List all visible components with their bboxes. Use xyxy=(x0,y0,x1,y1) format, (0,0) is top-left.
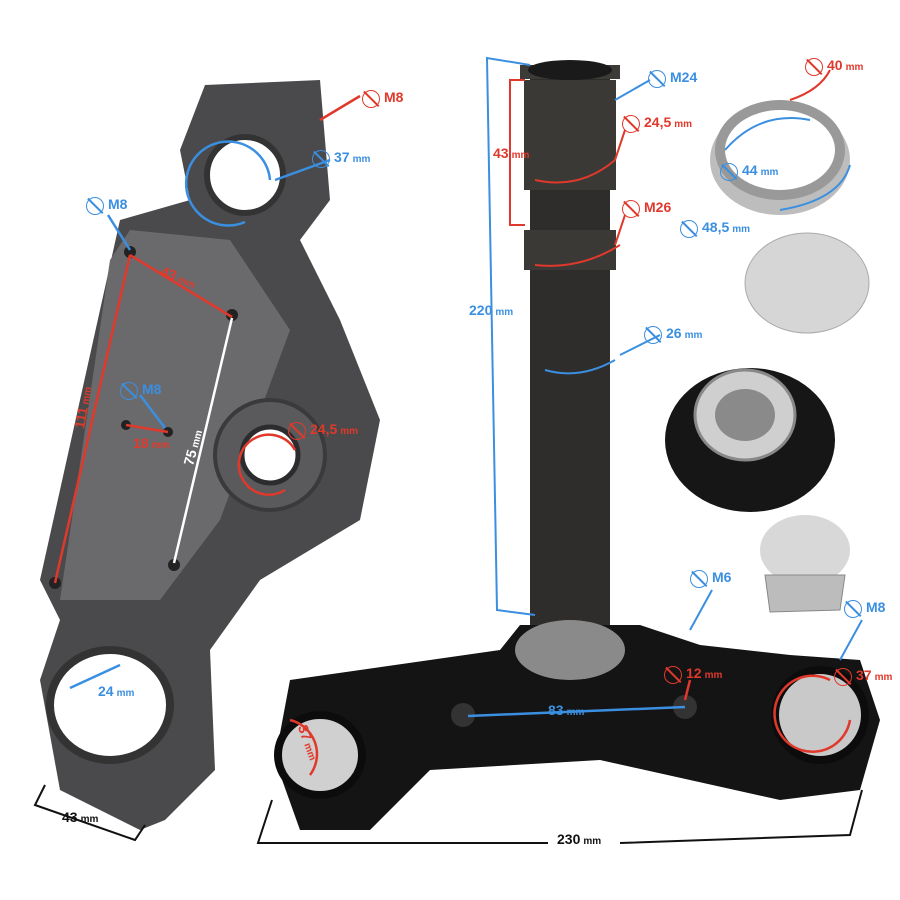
annotation-unit: mm xyxy=(704,670,723,681)
annotation-clamp-bolt-m8: M8 xyxy=(844,600,885,618)
annotation-unit: mm xyxy=(116,688,135,699)
annotation-mid-bolt-m8: M8 xyxy=(120,382,161,400)
annotation-value: M8 xyxy=(108,196,128,212)
diameter-symbol-icon xyxy=(86,197,104,215)
annotation-unit: mm xyxy=(684,330,703,341)
diameter-symbol-icon xyxy=(312,150,330,168)
annotation-value: 48,5 xyxy=(702,219,730,235)
steering-stem xyxy=(520,60,620,630)
annotation-unit: mm xyxy=(732,224,751,235)
annotation-value: M6 xyxy=(712,569,732,585)
diameter-symbol-icon xyxy=(834,668,852,686)
annotation-unit: mm xyxy=(151,440,170,451)
diameter-symbol-icon xyxy=(622,200,640,218)
annotation-left-bolt-m8: M8 xyxy=(86,197,127,215)
upper-triple-clamp-bracket xyxy=(40,80,380,830)
annotation-unit: mm xyxy=(583,836,602,847)
annotation-unit: mm xyxy=(845,62,864,73)
annotation-value: 75 xyxy=(180,447,200,468)
annotation-unit: mm xyxy=(511,150,530,161)
annotation-unit: mm xyxy=(340,426,359,437)
washer xyxy=(744,232,870,334)
annotation-value: 26 xyxy=(666,325,682,341)
annotation-value: 18 xyxy=(133,435,149,451)
annotation-value: 83 xyxy=(548,702,564,718)
diameter-symbol-icon xyxy=(120,382,138,400)
annotation-value: 40 xyxy=(827,57,843,73)
annotation-value: 111 xyxy=(71,405,91,430)
lock-nut-with-seal xyxy=(665,368,835,512)
annotation-value: 37 xyxy=(856,667,872,683)
annotation-value: 24,5 xyxy=(644,114,672,130)
annotation-value: 12 xyxy=(686,665,702,681)
diameter-symbol-icon xyxy=(622,115,640,133)
diameter-symbol-icon xyxy=(720,163,738,181)
annotation-unit: mm xyxy=(80,814,99,825)
annotation-clamp-bolt-m6: M6 xyxy=(690,570,731,588)
diameter-symbol-icon xyxy=(648,70,666,88)
annotation-unit: mm xyxy=(495,307,514,318)
annotation-value: M8 xyxy=(866,599,886,615)
annotation-value: M26 xyxy=(644,199,672,215)
diameter-symbol-icon xyxy=(690,570,708,588)
annotation-value: 220 xyxy=(469,302,493,318)
annotation-value: 44 xyxy=(742,162,758,178)
diameter-symbol-icon xyxy=(805,58,823,76)
diameter-symbol-icon xyxy=(680,220,698,238)
annotation-unit: mm xyxy=(352,154,371,165)
diameter-symbol-icon xyxy=(664,666,682,684)
annotation-unit: mm xyxy=(760,167,779,178)
diameter-symbol-icon xyxy=(844,600,862,618)
annotation-stem-thread-m26: M26 xyxy=(622,200,671,218)
annotation-value: 24 xyxy=(98,683,114,699)
annotation-value: 24,5 xyxy=(310,421,338,437)
annotation-value: 43 xyxy=(62,809,78,825)
diameter-symbol-icon xyxy=(362,90,380,108)
annotation-stem-thread-m24: M24 xyxy=(648,70,697,88)
cap-nut xyxy=(760,515,850,613)
annotation-unit: mm xyxy=(874,672,893,683)
diameter-symbol-icon xyxy=(644,326,662,344)
annotation-value: 230 xyxy=(557,831,581,847)
annotation-value: M8 xyxy=(384,89,404,105)
bearing-race xyxy=(710,100,850,215)
annotation-value: 37 xyxy=(334,149,350,165)
annotation-value: 43 xyxy=(493,145,509,161)
annotation-unit: mm xyxy=(566,707,585,718)
annotation-value: M24 xyxy=(670,69,698,85)
annotation-value: M8 xyxy=(142,381,162,397)
annotation-unit: mm xyxy=(674,119,693,130)
lower-triple-clamp xyxy=(274,620,880,830)
diameter-symbol-icon xyxy=(288,422,306,440)
annotation-top-bolt-m8: M8 xyxy=(362,90,403,108)
